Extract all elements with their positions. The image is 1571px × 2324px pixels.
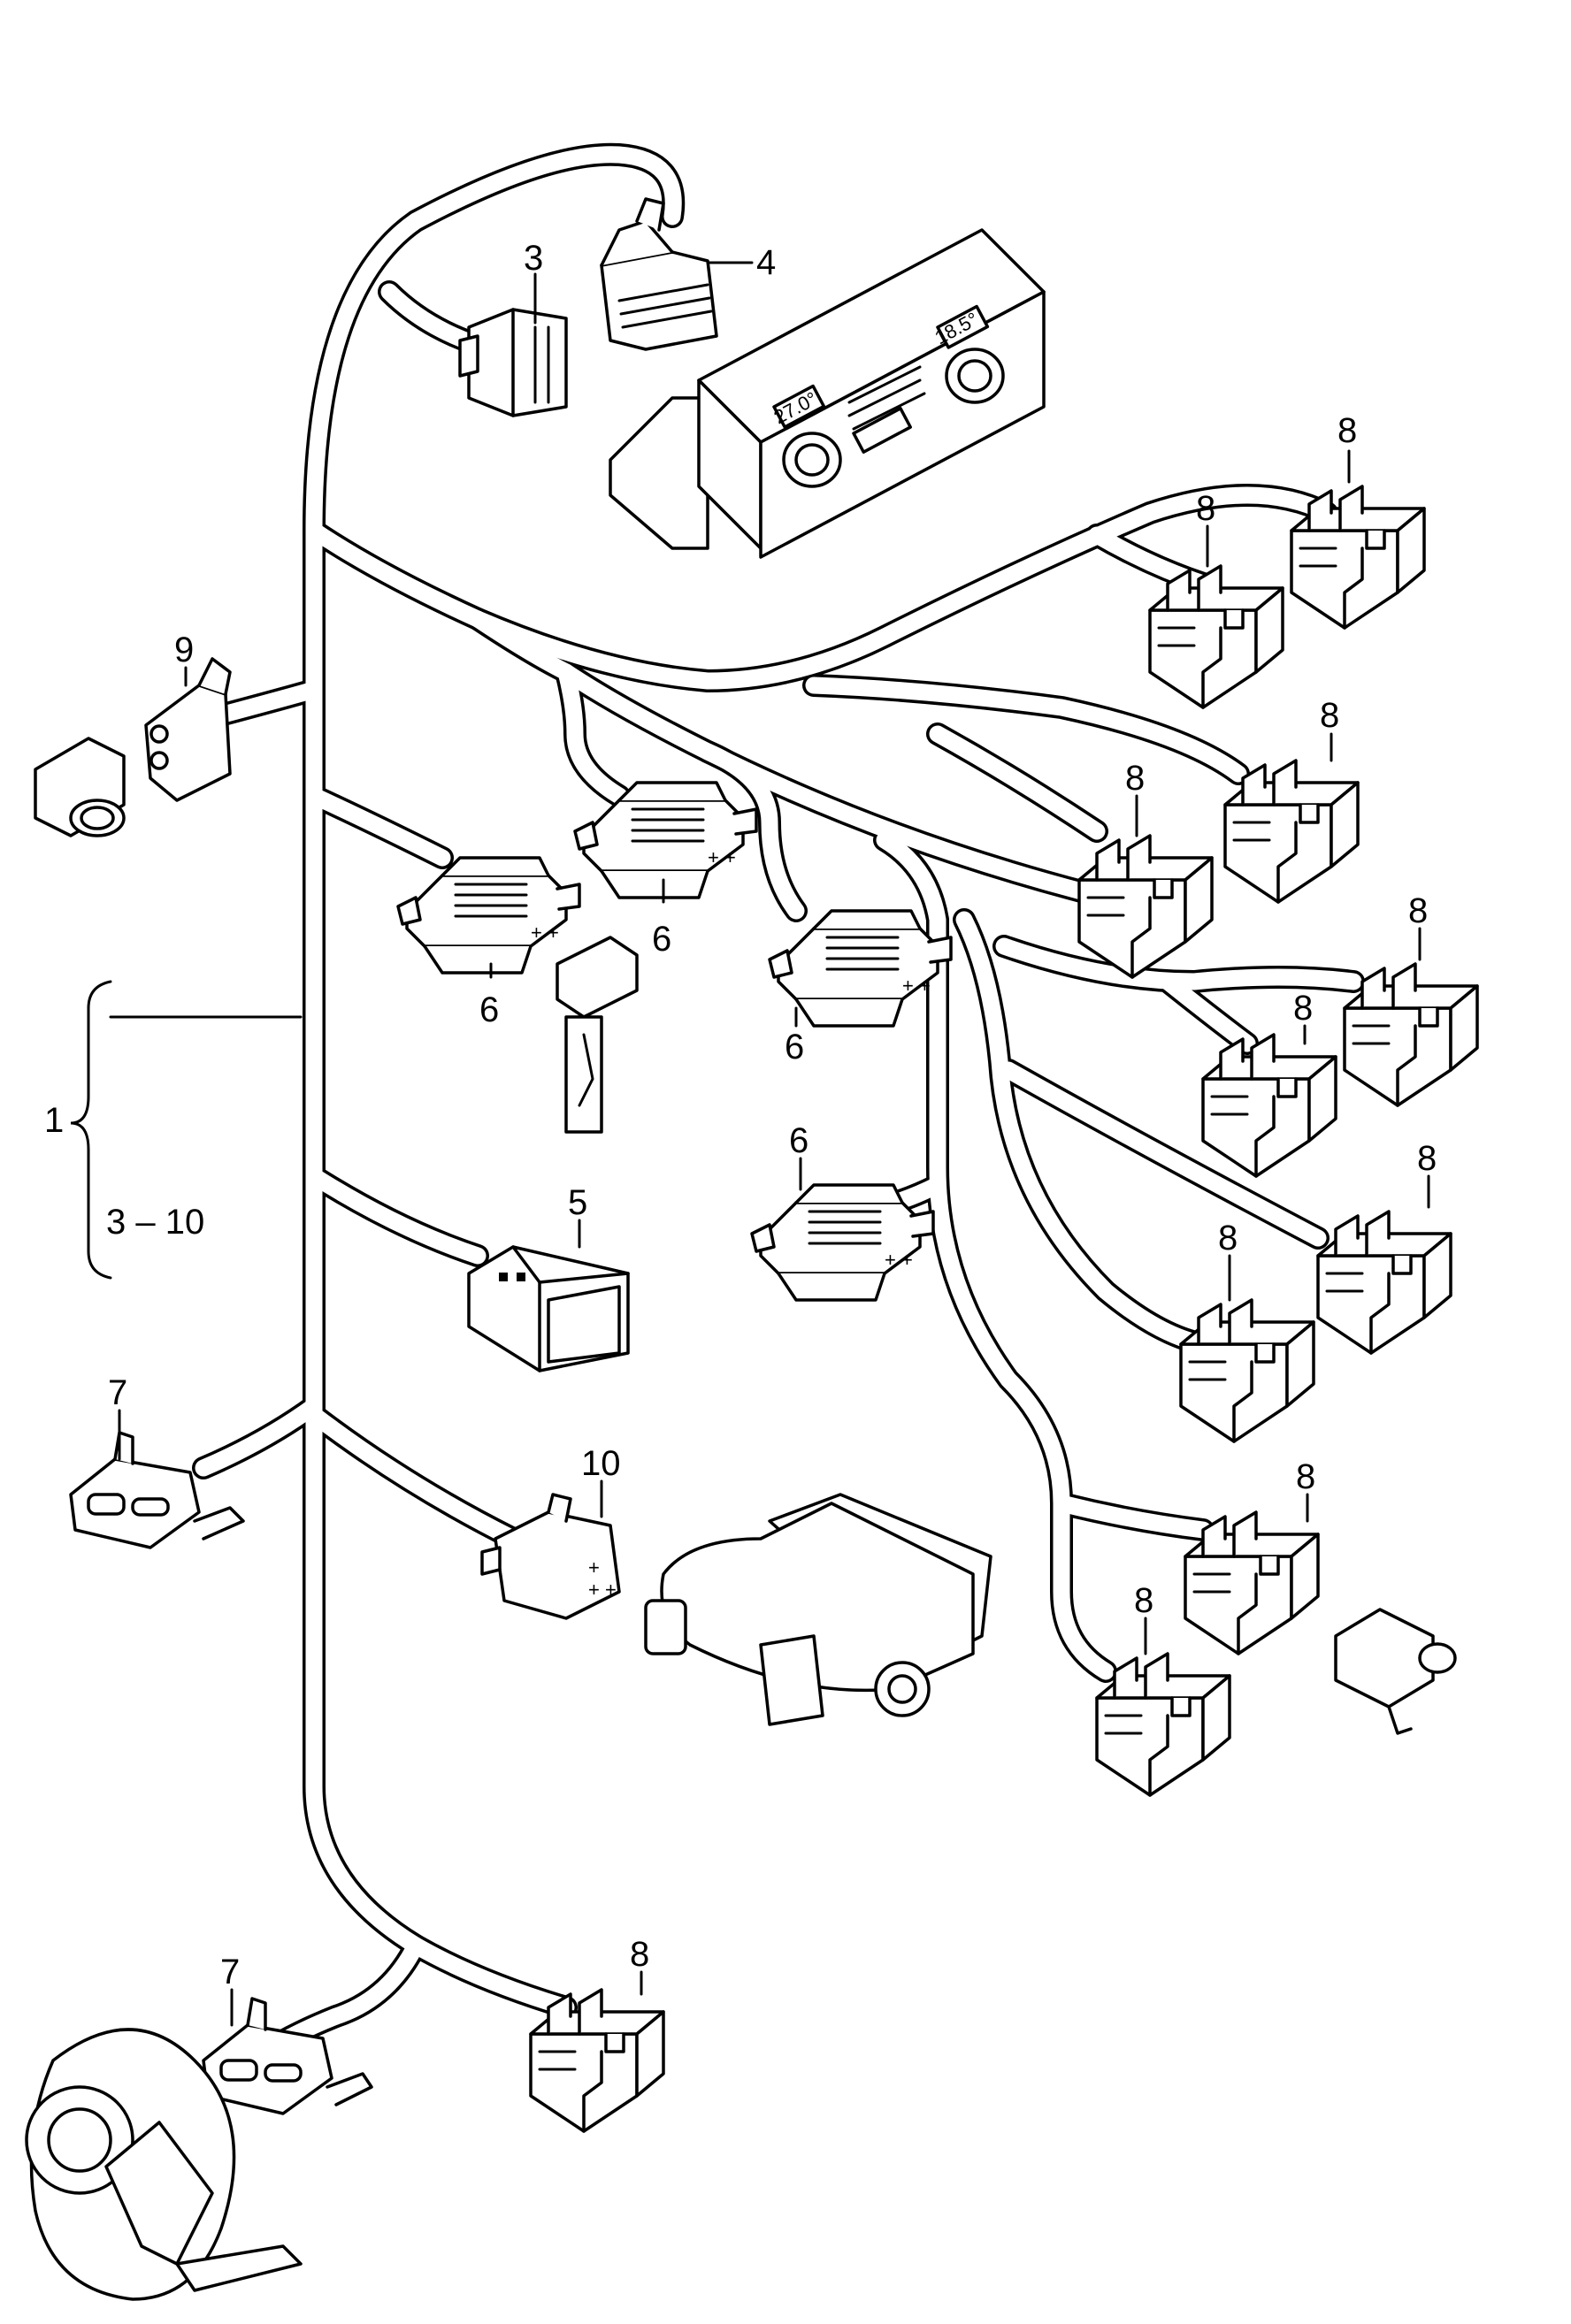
part-8-connector xyxy=(1179,1298,1315,1443)
callout-6: 6 xyxy=(479,990,499,1029)
part-4-connector xyxy=(600,197,718,351)
callout-8: 8 xyxy=(1408,891,1428,930)
callout-10: 10 xyxy=(581,1444,621,1483)
callout-1: 1 xyxy=(44,1101,64,1140)
callout-3: 3 xyxy=(524,239,543,278)
part-6-connector xyxy=(396,856,581,975)
callout-6: 6 xyxy=(785,1028,804,1066)
temperature-sensor xyxy=(556,936,639,1134)
range-label: 3 – 10 xyxy=(106,1203,204,1242)
blower-fan xyxy=(25,2028,303,2301)
callout-8: 8 xyxy=(1320,696,1339,735)
callout-4: 4 xyxy=(756,243,776,282)
part-8-connector xyxy=(1316,1210,1452,1355)
part-8-connector xyxy=(1148,564,1284,709)
callout-8: 8 xyxy=(630,1935,649,1974)
part-8-connector xyxy=(1290,485,1426,630)
part-3-connector xyxy=(458,308,568,417)
callout-8: 8 xyxy=(1196,489,1215,528)
callout-6: 6 xyxy=(652,920,671,959)
svg-text:+: + xyxy=(588,1556,600,1579)
callout-6: 6 xyxy=(789,1121,808,1160)
callout-8: 8 xyxy=(1337,411,1357,450)
part-9-connector xyxy=(34,657,232,837)
part-8-connector xyxy=(1343,962,1479,1107)
callout-5: 5 xyxy=(568,1183,587,1222)
part-10-connector: + + + xyxy=(480,1493,621,1620)
callout-8: 8 xyxy=(1134,1581,1153,1620)
callout-8: 8 xyxy=(1417,1139,1437,1178)
callout-leaders xyxy=(70,261,1430,2027)
part-5-connector xyxy=(467,1245,630,1372)
part-8-connector xyxy=(1095,1652,1231,1797)
part-6-connector xyxy=(573,781,758,899)
callout-8: 8 xyxy=(1296,1457,1315,1496)
part-8-connector xyxy=(529,1988,665,2133)
callout-8: 8 xyxy=(1218,1219,1238,1258)
part-8-connector xyxy=(1201,1033,1337,1178)
callout-8: 8 xyxy=(1125,759,1145,798)
actuator-motor xyxy=(644,1493,992,1726)
part-8-connector xyxy=(1184,1510,1320,1655)
wiring-harness xyxy=(192,142,1365,2063)
callout-7: 7 xyxy=(108,1373,127,1412)
part-8-connector xyxy=(1223,759,1360,904)
callout-labels: 3 4 8 8 8 8 8 8 8 8 8 8 8 9 6 6 6 6 5 7 … xyxy=(44,239,1437,1991)
part-8-connector xyxy=(1077,834,1214,979)
climate-control-panel: 27.0° 18.5° xyxy=(609,228,1046,559)
part-7-connector xyxy=(69,1431,245,1549)
callout-7: 7 xyxy=(220,1953,240,1991)
callout-9: 9 xyxy=(174,631,194,669)
callout-8: 8 xyxy=(1293,989,1313,1028)
small-sensor xyxy=(1334,1608,1457,1735)
svg-text:+ +: + + xyxy=(588,1579,617,1601)
